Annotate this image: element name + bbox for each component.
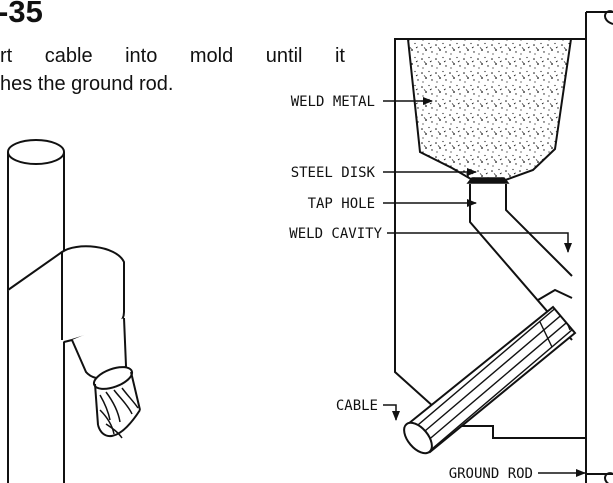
cable-strands <box>99 387 139 439</box>
leader-cable <box>383 404 400 421</box>
cable-end <box>97 409 141 438</box>
label-weld-cavity: WELD CAVITY <box>289 226 382 242</box>
label-tap-hole: TAP HOLE <box>308 196 375 212</box>
label-steel-disk: STEEL DISK <box>291 165 376 181</box>
figure-number: -35 <box>0 0 43 29</box>
rod-top <box>7 139 65 165</box>
cable-body <box>94 371 141 426</box>
label-weld-metal: WELD METAL <box>291 94 375 110</box>
tap-hole-channel <box>469 184 573 341</box>
caption-line-2: hes the ground rod. <box>0 73 174 95</box>
crucible <box>406 38 573 183</box>
leader-weld-cavity <box>387 232 572 253</box>
label-cable: CABLE <box>336 398 378 414</box>
mold-cross-section <box>394 10 613 483</box>
cable-in-mold <box>403 305 577 455</box>
leader-lines <box>383 97 586 477</box>
ground-rod-with-weld <box>7 139 141 483</box>
caption-line-1: rt cable into mold until it <box>0 45 345 67</box>
steel-disk <box>466 177 510 184</box>
ground-rod-right <box>585 11 613 483</box>
label-ground-rod: GROUND ROD <box>449 466 533 482</box>
cable-end-face <box>403 421 433 455</box>
